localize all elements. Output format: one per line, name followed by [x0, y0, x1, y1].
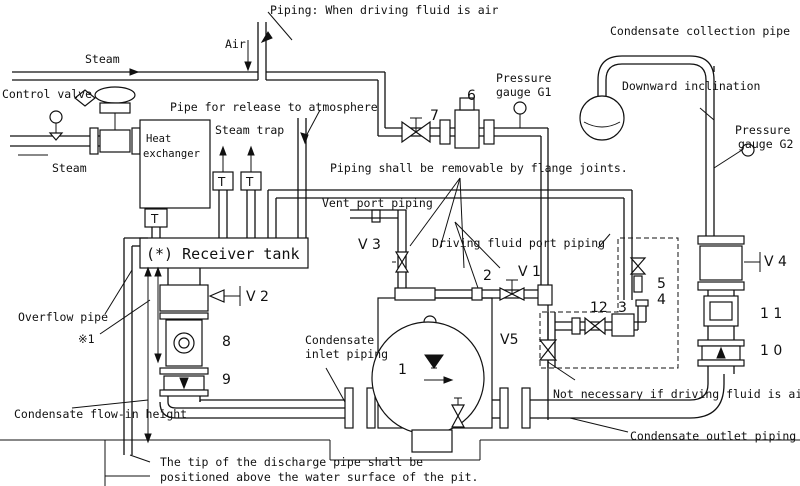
label-pipe-release: Pipe for release to atmosphere [170, 100, 378, 114]
num-5: 5 [657, 276, 666, 292]
label-steam-top: Steam [85, 52, 120, 66]
label-steam-bottom: Steam [52, 161, 87, 175]
atmosphere-release-pipe [297, 109, 321, 238]
valve-v2: V 2 [246, 289, 269, 305]
label-condensate-collection-pipe: Condensate collection pipe [610, 24, 790, 38]
num-1: 1 [398, 362, 407, 378]
vent-port-piping [267, 189, 633, 300]
driving-fluid-piping [435, 279, 553, 306]
num-12: 12 [590, 300, 608, 316]
label-not-necessary: Not necessary if driving fluid is air [553, 387, 800, 401]
label-trap-t2: T [245, 175, 254, 189]
label-trap-t1: T [217, 175, 226, 189]
air-piping [244, 11, 293, 80]
label-downward-inclination: Downward inclination [622, 79, 760, 93]
label-steam-trap: Steam trap [215, 123, 284, 137]
label-heat-exchanger-1: Heat [146, 133, 171, 145]
num-9: 9 [222, 372, 231, 388]
num-7: 7 [430, 108, 439, 124]
receiver-tank [123, 237, 309, 455]
collection-column [579, 55, 761, 374]
num-10: 1 0 [760, 343, 782, 359]
control-valve [10, 86, 141, 155]
dimension-markers [144, 266, 162, 444]
num-11: 1 1 [760, 306, 782, 322]
condensate-outlet-pipe [450, 374, 725, 429]
steam-drain-assembly [538, 237, 679, 369]
num-4: 4 [657, 292, 666, 308]
pump-body [371, 287, 493, 453]
label-control-valve: Control valve [2, 87, 92, 101]
heat-exchanger [139, 119, 211, 238]
label-condensate-flow-in: Condensate flow-in height [14, 407, 187, 421]
steam-flow-arrow-top [72, 68, 140, 76]
label-trap-t3: T [150, 212, 159, 226]
leader-lines [71, 107, 715, 463]
label-pressure-gauge-g2-1: Pressure [735, 123, 790, 137]
label-note-1: ※1 [78, 332, 95, 346]
num-8: 8 [222, 334, 231, 350]
num-3: 3 [618, 300, 627, 316]
label-condensate-inlet-1: Condensate [305, 333, 374, 347]
label-flange-joints: Piping shall be removable by flange join… [330, 161, 628, 175]
label-overflow-pipe: Overflow pipe [18, 310, 108, 324]
label-pressure-gauge-g1-2: gauge G1 [496, 85, 551, 99]
valve-v4: V 4 [764, 254, 787, 270]
valve-v3: V 3 [358, 237, 381, 253]
label-pressure-gauge-g1-1: Pressure [496, 71, 551, 85]
num-6: 6 [467, 88, 476, 104]
steam-trap-pair [212, 145, 262, 238]
label-air: Air [225, 37, 246, 51]
label-heat-exchanger-2: exchanger [143, 148, 200, 160]
label-condensate-outlet: Condensate outlet piping [630, 429, 796, 443]
feed-column [159, 268, 241, 402]
label-driving-fluid-port: Driving fluid port piping [432, 236, 605, 250]
pit-floor [0, 439, 800, 486]
label-pressure-gauge-g2-2: gauge G2 [738, 137, 793, 151]
label-vent-port-piping: Vent port piping [322, 196, 433, 210]
label-tip-note-1: The tip of the discharge pipe shall be [160, 455, 423, 469]
label-piping-air: Piping: When driving fluid is air [270, 3, 499, 17]
label-tip-note-2: positioned above the water surface of th… [160, 470, 479, 484]
valve-v1: V 1 [518, 264, 541, 280]
condensate-inlet-pipe [159, 387, 376, 429]
steam-header-pipe [12, 71, 549, 420]
pressure-regulator [401, 97, 527, 149]
num-2: 2 [483, 268, 492, 284]
label-condensate-inlet-2: inlet piping [305, 347, 388, 361]
valve-v5: V5 [500, 332, 518, 348]
label-receiver-tank: (*) Receiver tank [146, 245, 300, 263]
